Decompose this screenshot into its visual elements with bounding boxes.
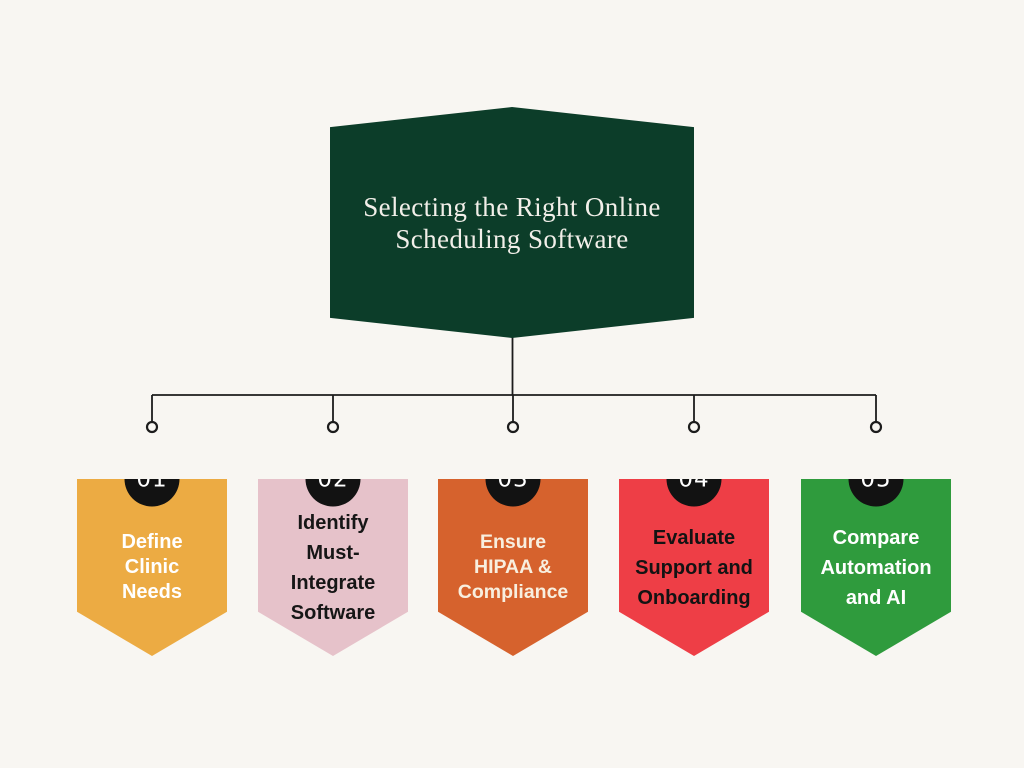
step-banner-2: 02 Identify Must- Integrate Software bbox=[258, 479, 408, 656]
title-banner: Selecting the Right Online Scheduling So… bbox=[330, 107, 694, 338]
step-label-5: Compare Automation and AI bbox=[820, 523, 931, 613]
step-banner-1: 01 Define Clinic Needs bbox=[77, 479, 227, 656]
step-number-badge-3: 03 bbox=[485, 479, 541, 507]
step-label-line: Compliance bbox=[457, 581, 569, 603]
step-label-2: Identify Must- Integrate Software bbox=[291, 508, 375, 628]
step-number-badge-1: 01 bbox=[124, 479, 180, 507]
drop-dot-5 bbox=[869, 420, 883, 434]
step-label-line: HIPAA & bbox=[474, 556, 552, 578]
step-label-line: Ensure bbox=[479, 531, 547, 553]
title-line-2: Scheduling Software bbox=[395, 223, 629, 254]
step-label-4: Evaluate Support and Onboarding bbox=[635, 523, 753, 613]
step-banner-3: 03 Ensure HIPAA & Compliance bbox=[438, 479, 588, 656]
step-label-line: and AI bbox=[845, 586, 907, 609]
step-label-line: Evaluate bbox=[652, 526, 736, 549]
step-label-line: Support and bbox=[635, 556, 753, 579]
step-label-1: Define Clinic Needs bbox=[121, 530, 182, 605]
step-label-line: Software bbox=[290, 601, 376, 624]
step-label-line: Automation bbox=[820, 556, 932, 579]
step-label-line: Identify bbox=[297, 511, 369, 534]
step-label-3: Ensure HIPAA & Compliance bbox=[458, 530, 569, 605]
drop-dot-2 bbox=[326, 420, 340, 434]
step-label-line: Needs bbox=[121, 581, 183, 603]
drop-dot-3 bbox=[506, 420, 520, 434]
step-banner-4: 04 Evaluate Support and Onboarding bbox=[619, 479, 769, 656]
step-label-line: Onboarding bbox=[637, 586, 751, 609]
title-line-1: Selecting the Right Online bbox=[363, 191, 661, 222]
step-number-badge-4: 04 bbox=[666, 479, 722, 507]
step-number-badge-5: 05 bbox=[848, 479, 904, 507]
step-label-line: Integrate bbox=[290, 571, 376, 594]
step-label-line: Compare bbox=[832, 526, 920, 549]
step-label-line: Must- bbox=[306, 541, 360, 564]
step-label-line: Clinic bbox=[124, 556, 180, 578]
page-title: Selecting the Right Online Scheduling So… bbox=[363, 191, 661, 255]
step-banner-5: 05 Compare Automation and AI bbox=[801, 479, 951, 656]
drop-dot-4 bbox=[687, 420, 701, 434]
step-label-line: Define bbox=[121, 531, 183, 553]
step-number-badge-2: 02 bbox=[305, 479, 361, 507]
drop-dot-1 bbox=[145, 420, 159, 434]
